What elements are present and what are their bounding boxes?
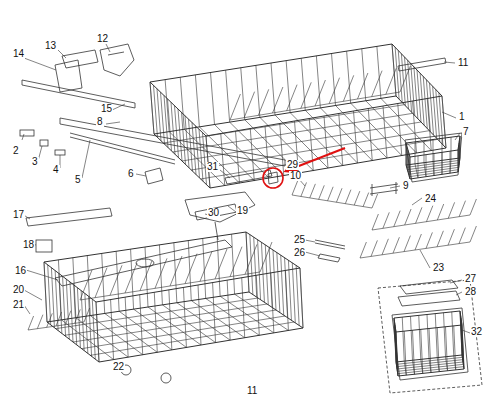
callout-number: 21 — [12, 300, 25, 310]
callout-number: 16 — [14, 266, 27, 276]
callout-number: 8 — [96, 117, 104, 127]
callout-number: 20 — [12, 285, 25, 295]
lower-rack — [44, 232, 303, 362]
clip — [20, 130, 34, 136]
lid — [398, 291, 460, 306]
callout-number: 5 — [74, 175, 82, 185]
upper-rack — [150, 44, 446, 188]
basket — [405, 133, 462, 182]
basket — [392, 308, 468, 380]
tine-row — [292, 181, 378, 208]
callout-number: 19 — [236, 206, 249, 216]
callout-number: 1 — [458, 112, 466, 122]
callout-number: 18 — [22, 240, 35, 250]
tine-row — [360, 226, 476, 258]
rack-tines — [80, 242, 272, 300]
callout-number: 12 — [96, 34, 109, 44]
clip — [55, 150, 65, 155]
highlight-arrow — [286, 148, 345, 171]
rod — [315, 240, 345, 249]
callout-number: 27 — [464, 274, 477, 284]
callout-number: 31 — [206, 162, 219, 172]
spray-tube — [26, 208, 112, 226]
bracket — [62, 50, 98, 68]
callout-number: 3 — [31, 157, 39, 167]
manifold — [185, 192, 255, 240]
callout-number: 13 — [44, 41, 57, 51]
callout-number: 10 — [289, 171, 302, 181]
valve — [36, 240, 52, 252]
callout-number: 11 — [246, 386, 258, 396]
callout-number: 15 — [100, 104, 113, 114]
rack-tines — [230, 66, 410, 120]
callout-number: 22 — [112, 362, 125, 372]
clip — [40, 140, 48, 146]
callout-number: 29 — [286, 160, 299, 170]
clip — [318, 254, 340, 262]
adjuster — [55, 60, 82, 92]
callout-number: 32 — [470, 327, 483, 337]
callout-number: 14 — [12, 49, 25, 59]
clip — [145, 168, 163, 184]
callout-number: 9 — [402, 181, 410, 191]
callout-number: 26 — [293, 248, 306, 258]
clip — [370, 182, 398, 196]
wheel — [161, 373, 171, 383]
tine-row — [28, 308, 90, 330]
callout-number: 6 — [127, 169, 135, 179]
callout-number: 11 — [457, 58, 469, 68]
highlight-circle — [263, 168, 283, 188]
silverware-basket — [394, 311, 464, 376]
utensil-basket — [406, 136, 460, 179]
callout-number: 25 — [293, 235, 306, 245]
group-frame — [378, 280, 482, 393]
bracket — [100, 44, 134, 76]
callout-number: 7 — [462, 127, 470, 137]
callout-number: 23 — [432, 263, 445, 273]
callout-number: 2 — [12, 146, 20, 156]
callout-number: 28 — [464, 287, 477, 297]
callout-number: 24 — [424, 194, 437, 204]
rail — [22, 80, 135, 108]
leader-lines — [22, 44, 470, 368]
callout-number: 4 — [52, 165, 60, 175]
callout-number: 17 — [12, 210, 25, 220]
callout-number: 30 — [207, 208, 220, 218]
